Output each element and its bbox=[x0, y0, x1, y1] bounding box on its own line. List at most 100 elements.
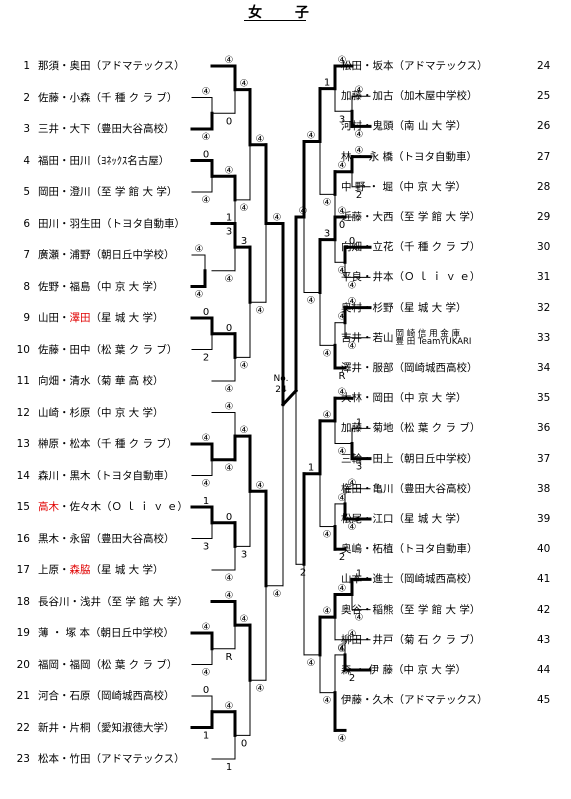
score-label: ④ bbox=[348, 341, 357, 352]
score-label: 3 bbox=[203, 542, 209, 553]
entry-name-part: （星 城 大 学） bbox=[90, 312, 164, 324]
entry-name: 森川・黒木（トヨタ自動車） bbox=[38, 469, 175, 482]
entry-number: 18 bbox=[16, 595, 30, 608]
score-label: ④ bbox=[307, 131, 316, 142]
score-label: ④ bbox=[240, 360, 249, 371]
score-label: 2 bbox=[356, 190, 362, 201]
score-label: ④ bbox=[307, 658, 316, 669]
left-entry: 4 福田・田川（ﾖﾈｯｸｽ名古屋） bbox=[0, 153, 192, 169]
entry-name: 大林・岡田（中 京 大 学） bbox=[341, 390, 467, 406]
entry-number: 7 bbox=[23, 249, 30, 261]
score-label: 1 bbox=[203, 731, 209, 742]
entry-number: 21 bbox=[16, 690, 30, 702]
right-entry: 山本・進士（岡崎城西高校） 41 bbox=[341, 571, 571, 587]
score-label: 0 bbox=[226, 323, 232, 334]
score-label: ④ bbox=[323, 348, 332, 359]
score-label: 0 bbox=[203, 307, 209, 318]
entry-name-part: 松田・坂本（アドマテックス） bbox=[341, 60, 488, 72]
entry-name-part: 奥嶋・柘植（トヨタ自動車） bbox=[341, 543, 478, 556]
right-entry: 松田・坂本（アドマテックス） 24 bbox=[341, 58, 571, 74]
entry-name: 森 ・ 伊 藤（中 京 大 学） bbox=[341, 662, 466, 678]
right-entry: 森 ・ 伊 藤（中 京 大 学）44 bbox=[341, 662, 571, 678]
entry-name: 薄 ・ 塚 本（朝日丘中学校） bbox=[38, 627, 175, 639]
entry-name-part: 中 野 ・ 堀（中 京 大 学） bbox=[341, 180, 467, 193]
entry-name-part: 上原・ bbox=[38, 564, 70, 576]
entry-number: 42 bbox=[537, 603, 551, 616]
entry-name: 奥村・杉野（星 城 大 学） bbox=[341, 300, 467, 316]
score-label: 1 bbox=[308, 463, 314, 474]
right-entry: 加藤・加古（加木屋中学校） 25 bbox=[341, 88, 571, 104]
score-label: ④ bbox=[338, 265, 347, 276]
entry-number: 1 bbox=[23, 60, 30, 72]
entry-number: 25 bbox=[537, 90, 551, 103]
final-label: No. bbox=[274, 374, 289, 384]
entry-team-line: 岡 崎 信 用 金 庫 bbox=[395, 328, 461, 339]
entry-name-highlight: 森脇 bbox=[69, 564, 91, 576]
entry-name-part: 河村・鬼頭（南 山 大 学） bbox=[341, 120, 467, 133]
score-label: 0 bbox=[226, 116, 232, 127]
entry-number: 36 bbox=[537, 422, 551, 435]
score-label: ④ bbox=[202, 132, 211, 143]
entry-number: 24 bbox=[537, 60, 551, 72]
entry-name-part: （星 城 大 学） bbox=[90, 564, 164, 576]
score-label: ④ bbox=[323, 530, 332, 541]
score-label: 2 bbox=[339, 552, 345, 563]
entry-number: 23 bbox=[16, 753, 30, 765]
score-label: ④ bbox=[355, 129, 364, 140]
entry-number: 29 bbox=[537, 211, 551, 223]
entry-name-part: 山本・進士（岡崎城西高校） bbox=[341, 573, 478, 586]
entry-name: 柳田・井戸（菊 石 ク ラ ブ） bbox=[341, 632, 480, 648]
bracket-line bbox=[280, 388, 299, 407]
left-entry: 19 薄 ・ 塚 本（朝日丘中学校） bbox=[0, 625, 192, 641]
right-entry: 林 ・ 永 橋（トヨタ自動車）27 bbox=[341, 149, 571, 165]
entry-name-part: 林 ・ 永 橋（トヨタ自動車） bbox=[341, 150, 478, 163]
score-label: ④ bbox=[338, 161, 347, 172]
entry-name-part: 加藤・加古（加木屋中学校） bbox=[341, 90, 478, 103]
score-label: 3 bbox=[226, 227, 232, 238]
entry-number: 9 bbox=[23, 312, 30, 324]
entry-name-part: 大林・岡田（中 京 大 学） bbox=[341, 392, 467, 405]
score-label: 0 bbox=[203, 685, 209, 696]
entry-number: 41 bbox=[537, 573, 551, 586]
score-label: ④ bbox=[202, 622, 211, 633]
right-entry: 松尾・江口（星 城 大 学）39 bbox=[341, 511, 571, 527]
entry-name-part: 三輪・田上（朝日丘中学校） bbox=[341, 452, 478, 465]
entry-number: 32 bbox=[537, 301, 551, 314]
entry-number: 14 bbox=[16, 469, 30, 482]
entry-number: 4 bbox=[23, 154, 30, 167]
score-label: 0 bbox=[241, 738, 247, 749]
entry-name: 福田・田川（ﾖﾈｯｸｽ名古屋） bbox=[38, 154, 170, 167]
entry-name-part: 近藤・大西（至 学 館 大 学） bbox=[341, 211, 481, 223]
entry-number: 19 bbox=[16, 627, 30, 639]
entry-number: 13 bbox=[16, 438, 30, 450]
entry-number: 37 bbox=[537, 452, 551, 465]
entry-name-part: 森 ・ 伊 藤（中 京 大 学） bbox=[341, 664, 467, 676]
entry-number: 16 bbox=[16, 532, 30, 545]
score-label: ④ bbox=[225, 573, 234, 584]
score-label: ④ bbox=[307, 296, 316, 307]
score-label: ④ bbox=[195, 244, 204, 255]
entry-name: 向畑・清水（菊 華 高 校） bbox=[38, 375, 164, 387]
score-label: 1 bbox=[356, 568, 362, 579]
right-entry: 平良・井本（Ｏ ｌ ｉ ｖ ｅ）31 bbox=[341, 269, 571, 285]
entry-name-part: ・佐々木（Ｏ ｌ ｉ ｖ ｅ） bbox=[59, 501, 188, 513]
page-title: 女 子 bbox=[248, 5, 323, 21]
entry-number: 30 bbox=[537, 241, 551, 254]
entry-name: 奥嶋・柘植（トヨタ自動車） bbox=[341, 541, 478, 557]
score-label: ④ bbox=[256, 134, 265, 145]
score-label: ④ bbox=[225, 165, 234, 176]
entry-name-part: 奥谷・稲熊（至 学 館 大 学） bbox=[341, 603, 481, 616]
right-entry: 向畑・立花（千 種 ク ラ ブ）30 bbox=[341, 239, 571, 255]
entry-name: 奥谷・稲熊（至 学 館 大 学） bbox=[341, 602, 480, 618]
entry-team-stacked: 岡 崎 信 用 金 庫豊 田 TeamYUKARI bbox=[395, 328, 472, 347]
entry-number: 43 bbox=[537, 633, 551, 646]
entry-name: 松尾・江口（星 城 大 学） bbox=[341, 511, 467, 527]
score-label: ④ bbox=[240, 79, 249, 90]
